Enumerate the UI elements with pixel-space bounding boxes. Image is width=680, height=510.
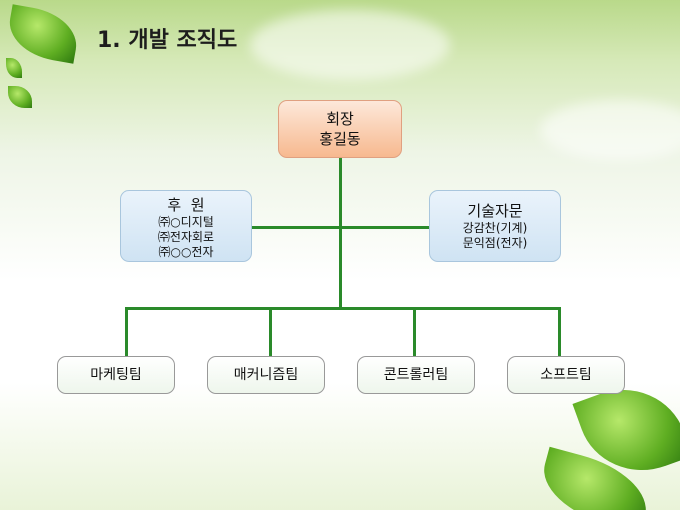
leaf-icon [8,86,32,108]
advisory-box: 기술자문 강감찬(기계) 문익점(전자) [429,190,561,262]
team-controller: 콘트롤러팀 [357,356,475,394]
connector-line [558,307,561,356]
sponsor-item: ㈜○디지털 [158,215,214,229]
team-software: 소프트팀 [507,356,625,394]
leaf-icon [6,58,22,78]
ceo-box: 회장 홍길동 [278,100,402,158]
team-mechanism: 매커니즘팀 [207,356,325,394]
connector-line [252,226,429,229]
ceo-role: 회장 [326,110,354,128]
sponsor-item: ㈜○○전자 [158,245,214,259]
sponsor-box: 후 원 ㈜○디지털 ㈜전자회로 ㈜○○전자 [120,190,252,262]
sponsor-item: ㈜전자회로 [157,230,215,244]
connector-line [125,307,561,310]
connector-line [413,307,416,356]
connector-line [125,307,128,356]
advisory-heading: 기술자문 [467,202,523,220]
ceo-name: 홍길동 [319,130,361,148]
cloud [540,100,680,160]
team-marketing: 마케팅팀 [57,356,175,394]
page-title: 1. 개발 조직도 [97,28,238,53]
sponsor-heading: 후 원 [167,196,205,214]
connector-line [269,307,272,356]
connector-line [339,158,342,309]
advisory-item: 문익점(전자) [462,236,528,250]
leaf-icon [4,4,82,64]
advisory-item: 강감찬(기계) [462,221,528,235]
cloud [250,10,450,80]
